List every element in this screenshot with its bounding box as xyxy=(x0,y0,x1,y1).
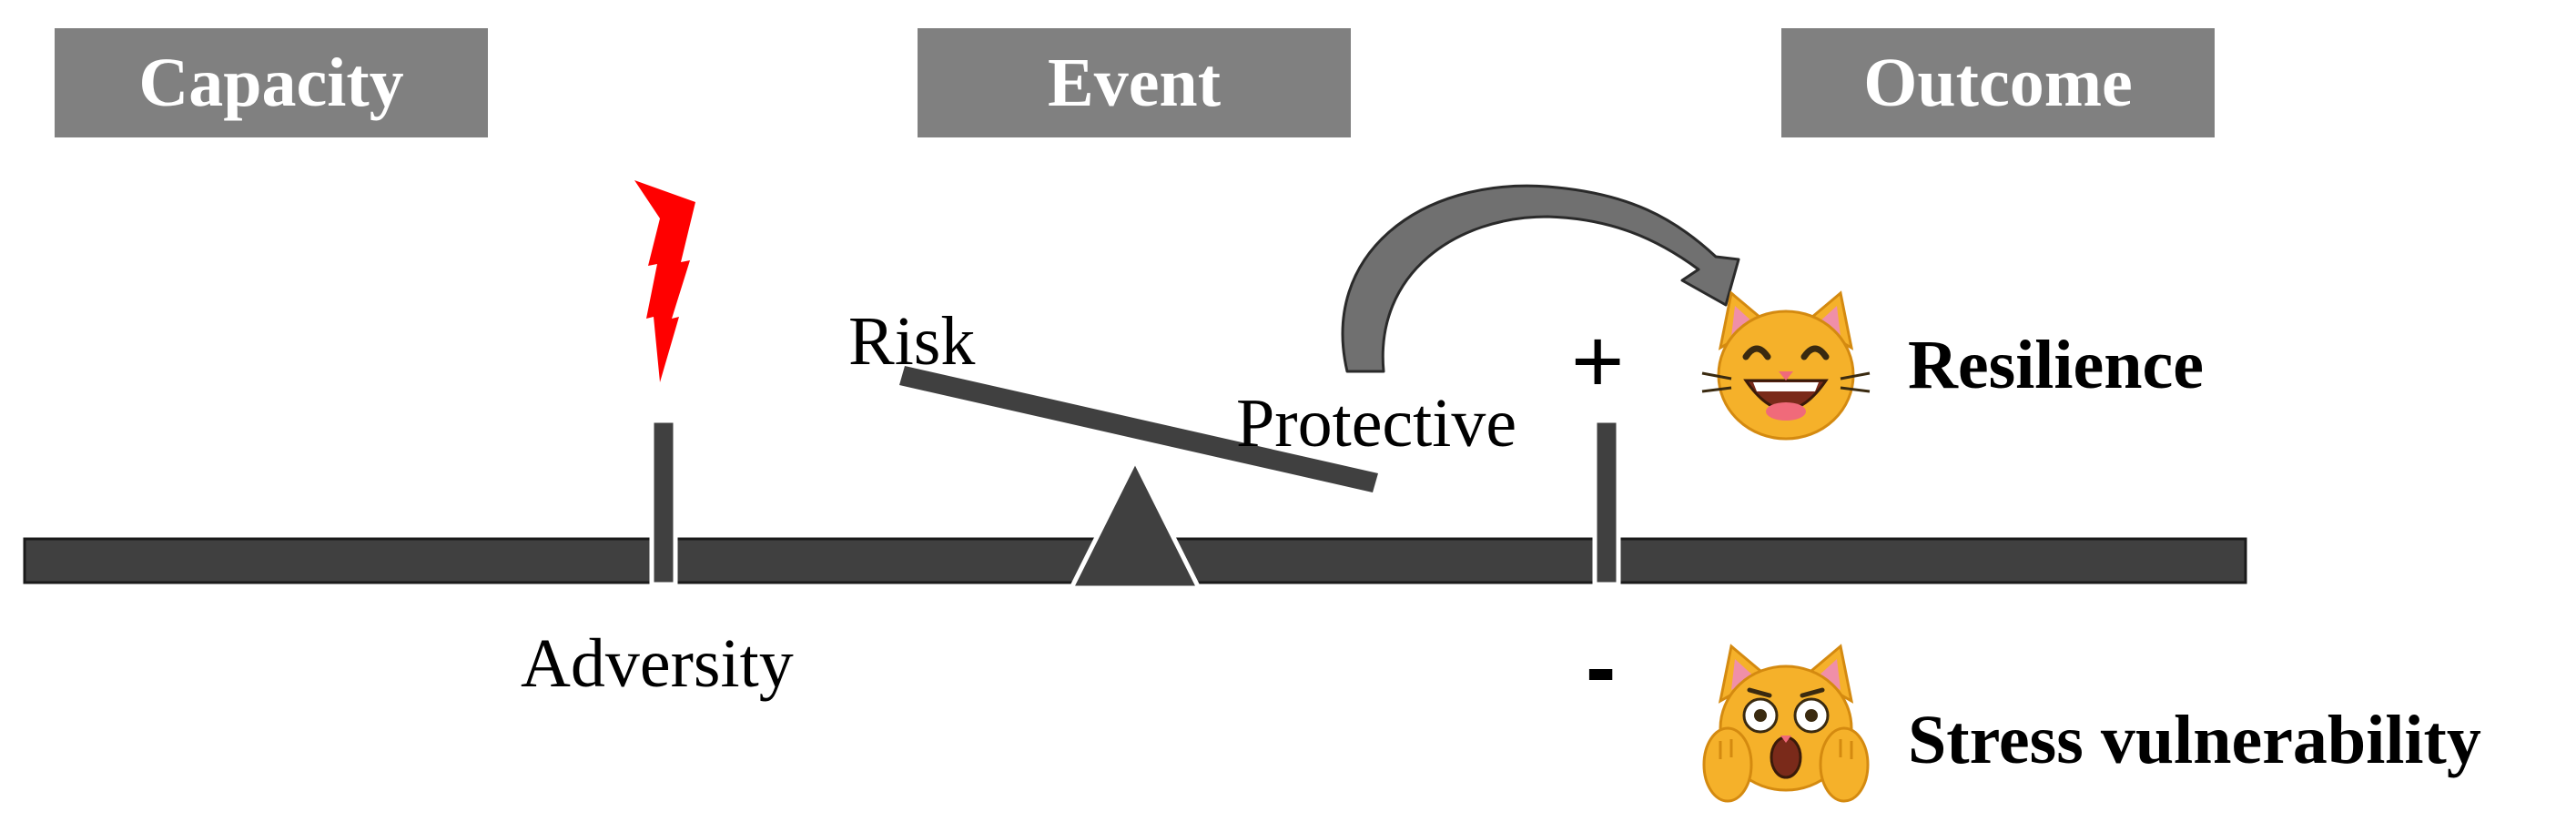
stress-vulnerability-label: Stress vulnerability xyxy=(1908,702,2481,778)
resilience-label: Resilience xyxy=(1908,327,2205,403)
minus-sign: - xyxy=(1586,616,1617,718)
protective-label: Protective xyxy=(1236,385,1517,462)
header-outcome: Outcome xyxy=(1781,28,2215,137)
fulcrum-triangle xyxy=(1067,455,1203,591)
risk-label: Risk xyxy=(848,303,976,380)
weary-cat-icon xyxy=(1702,644,1870,803)
adversity-label: Adversity xyxy=(521,625,794,702)
adversity-tick xyxy=(649,418,678,587)
lightning-bolt-icon xyxy=(634,180,695,382)
grinning-cat-icon xyxy=(1701,290,1871,441)
curved-arrow-icon xyxy=(1341,184,1740,373)
header-capacity: Capacity xyxy=(55,28,488,137)
header-event: Event xyxy=(918,28,1351,137)
plus-sign: + xyxy=(1571,310,1625,412)
outcome-tick xyxy=(1592,418,1621,587)
balance-beam xyxy=(899,366,1378,492)
